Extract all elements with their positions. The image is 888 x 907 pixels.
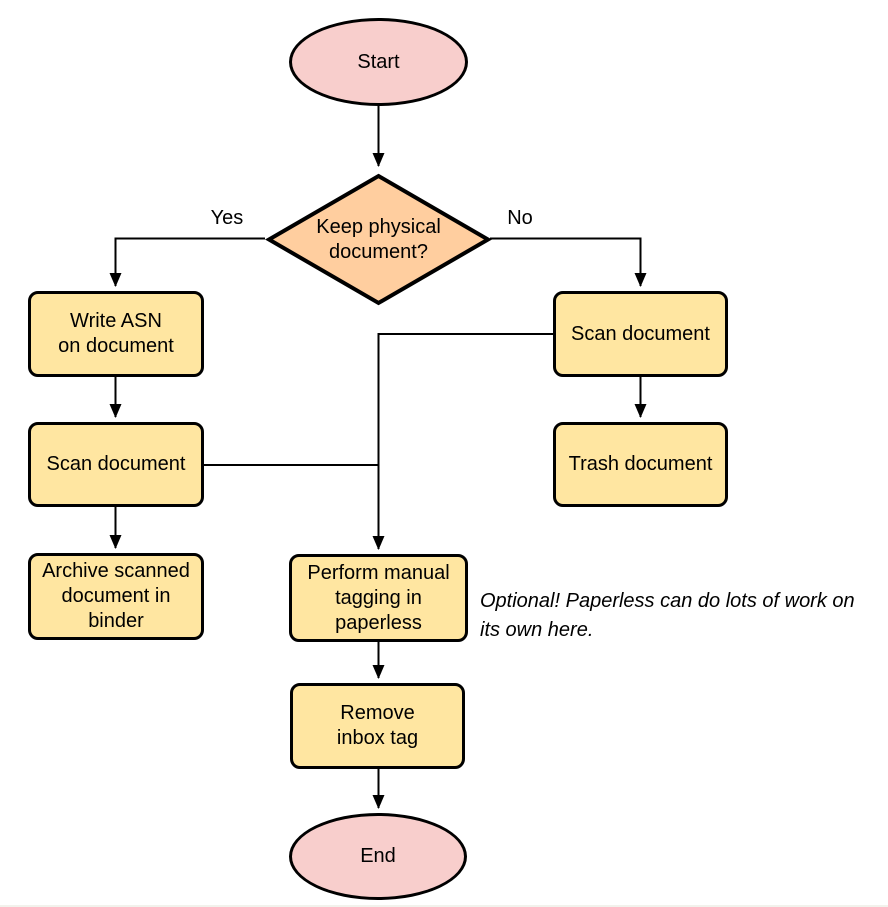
decision-diamond-shape: [265, 173, 492, 306]
page-bottom-divider: [0, 905, 888, 907]
edge-decision-no-to-scan-right: [490, 237, 647, 287]
scan-document-left-node: Scan document: [28, 422, 204, 507]
archive-document-node: Archive scanned document in binder: [28, 553, 204, 640]
decision-node: Keep physical document?: [265, 172, 492, 307]
optional-annotation: Optional! Paperless can do lots of work …: [480, 587, 855, 645]
yes-edge-label: Yes: [210, 207, 244, 229]
remove-inbox-tag-node: Remove inbox tag: [290, 683, 465, 769]
start-node: Start: [289, 18, 468, 106]
write-asn-node: Write ASN on document: [28, 291, 204, 377]
optional-annotation-line1: Optional! Paperless can do lots of work …: [480, 590, 855, 612]
optional-annotation-line2: its own here.: [480, 619, 594, 641]
end-node: End: [289, 813, 467, 900]
scan-document-right-node: Scan document: [553, 291, 728, 377]
trash-document-node: Trash document: [553, 422, 728, 507]
perform-tagging-node: Perform manual tagging in paperless: [289, 554, 468, 642]
decision-node-label: Keep physical document?: [316, 215, 441, 263]
edge-decision-yes-to-write-asn: [109, 237, 265, 287]
edge-scan-right-to-perform-tagging: [372, 333, 553, 550]
no-edge-label: No: [507, 207, 533, 229]
